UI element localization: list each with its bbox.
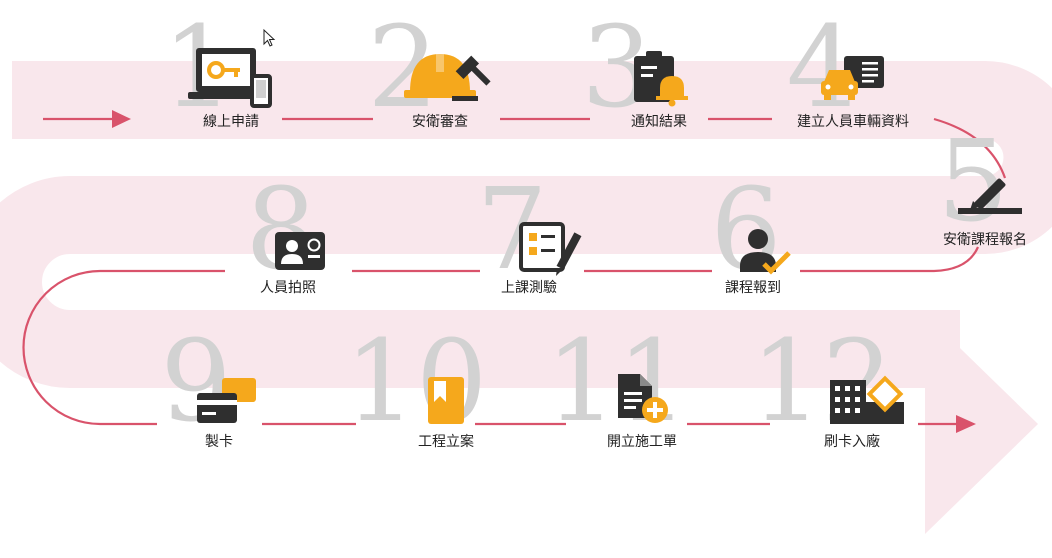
laptop-key-icon — [188, 48, 272, 108]
step-8-number: 8 — [245, 165, 316, 295]
step-11-number: 11 — [546, 317, 689, 447]
connector-lines — [22, 117, 1007, 426]
person-check-icon — [740, 229, 791, 275]
step-8: 8 人員拍照 — [245, 165, 325, 296]
document-add-icon — [618, 374, 668, 423]
step-2-label: 安衛審查 — [412, 114, 468, 130]
id-photo-icon — [275, 232, 325, 270]
building-access-icon — [830, 375, 904, 424]
clipboard-bell-icon — [634, 51, 688, 107]
end-arrowhead — [956, 415, 976, 433]
step-3-label: 通知結果 — [631, 113, 687, 130]
connector-8-9 — [22, 269, 225, 426]
step-6-number: 6 — [710, 165, 781, 295]
mouse-cursor-icon — [263, 28, 276, 47]
step-11-label: 開立施工單 — [607, 434, 677, 450]
band-path — [0, 61, 1052, 388]
step-6-label: 課程報到 — [725, 280, 781, 296]
connector-4-5 — [933, 117, 1007, 179]
hardhat-gavel-icon — [404, 54, 491, 101]
step-10-number: 10 — [345, 317, 488, 447]
car-idcard-icon — [821, 56, 884, 100]
step-10-label: 工程立案 — [418, 433, 474, 450]
step-9-number: 9 — [160, 317, 231, 447]
step-6: 6 課程報到 — [710, 165, 791, 296]
step-10: 10 工程立案 — [345, 317, 488, 450]
checklist-pencil-icon — [519, 222, 582, 276]
step-7: 7 上課測驗 — [476, 165, 582, 296]
step-4: 4 建立人員車輛資料 — [786, 3, 909, 133]
step-5: 5 安衛課程報名 — [937, 117, 1027, 248]
step-2: 2 安衛審查 — [367, 3, 491, 133]
connector-5-6 — [800, 246, 980, 273]
pen-signature-icon — [958, 178, 1022, 214]
step-9: 9 製卡 — [160, 317, 256, 450]
step-9-label: 製卡 — [205, 434, 233, 450]
serpentine-band — [0, 61, 1052, 534]
band-arrowhead — [925, 314, 1038, 534]
bookmark-card-icon — [428, 377, 464, 424]
cards-icon — [197, 378, 256, 423]
step-1-label: 線上申請 — [203, 114, 259, 130]
step-11: 11 開立施工單 — [546, 317, 689, 450]
step-12-label: 刷卡入廠 — [824, 433, 880, 450]
step-12-number: 12 — [751, 317, 894, 447]
step-8-label: 人員拍照 — [260, 280, 316, 296]
step-7-label: 上課測驗 — [501, 280, 557, 296]
step-12: 12 刷卡入廠 — [751, 317, 904, 450]
step-3: 3 通知結果 — [581, 3, 688, 133]
step-1: 1 線上申請 — [162, 3, 272, 133]
step-4-label: 建立人員車輛資料 — [797, 113, 909, 130]
step-5-label: 安衛課程報名 — [943, 232, 1027, 248]
start-arrowhead — [112, 110, 131, 128]
